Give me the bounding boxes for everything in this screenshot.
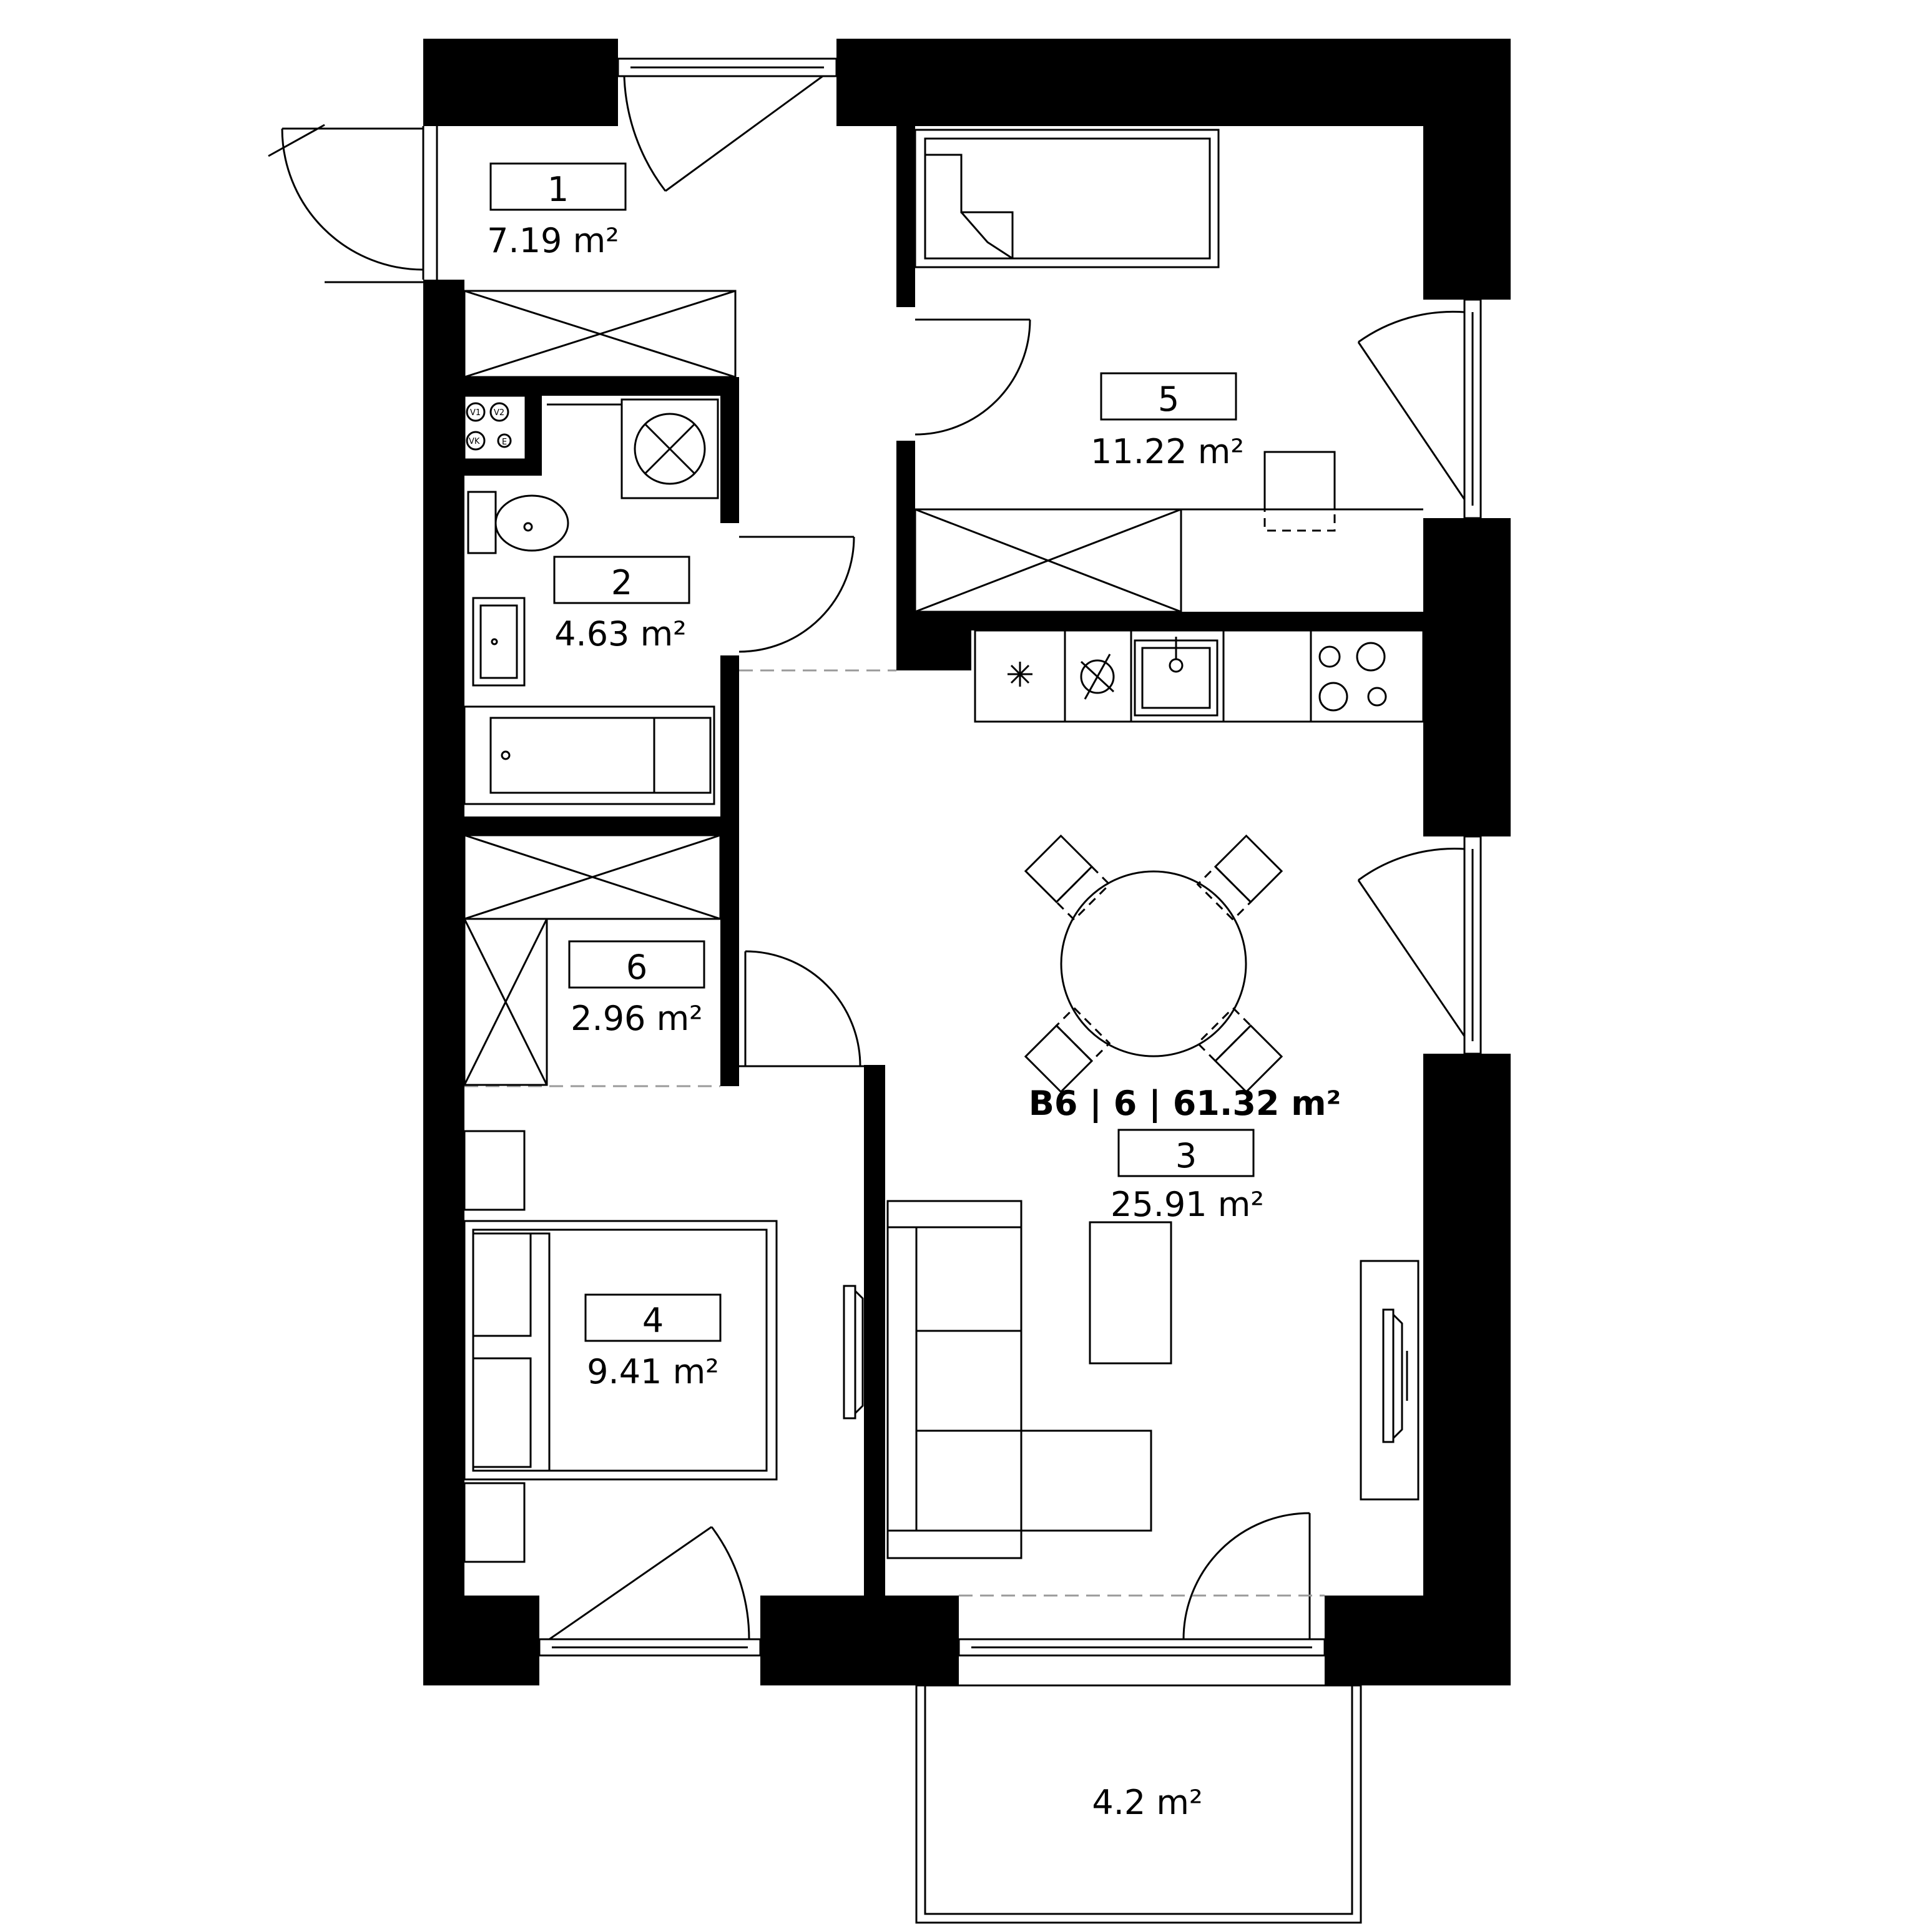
- room-number-3: 3: [1175, 1136, 1197, 1175]
- furniture: V1 V2 VK E: [463, 129, 1424, 1924]
- meter-label-e: E: [502, 438, 507, 447]
- room-number-5: 5: [1158, 380, 1179, 419]
- room-area-5: 11.22 m²: [1091, 432, 1244, 471]
- room-number-6: 6: [626, 948, 647, 987]
- meter-label-v1: V1: [470, 408, 481, 418]
- meter-label-v2: V2: [494, 408, 504, 418]
- room-area-2: 4.63 m²: [554, 614, 687, 654]
- room-label-4: 4 9.41 m²: [584, 1293, 722, 1391]
- room-area-3: 25.91 m²: [1111, 1185, 1264, 1224]
- doors: [268, 75, 1466, 1640]
- room-label-5: 5 11.22 m²: [1091, 372, 1244, 471]
- room-number-1: 1: [547, 170, 569, 209]
- walls: [423, 39, 1511, 1685]
- room-label-2: 2 4.63 m²: [553, 556, 690, 654]
- room-area-1: 7.19 m²: [487, 221, 619, 260]
- room-label-1: 1 7.19 m²: [487, 162, 627, 260]
- room-number-2: 2: [611, 563, 632, 602]
- windows: [538, 57, 1482, 1657]
- apartment-label: B6 | 6 | 61.32 m²: [1029, 1084, 1341, 1123]
- room-number-4: 4: [642, 1301, 664, 1340]
- balcony-area: 4.2 m²: [1092, 1783, 1202, 1822]
- room-label-3: B6 | 6 | 61.32 m² 3 25.91 m²: [1029, 1084, 1341, 1224]
- meter-label-vk: VK: [469, 437, 480, 446]
- balcony-label: 4.2 m²: [1092, 1783, 1202, 1822]
- room-area-6: 2.96 m²: [571, 999, 703, 1038]
- room-area-4: 9.41 m²: [587, 1352, 719, 1391]
- room-label-6: 6 2.96 m²: [568, 940, 705, 1038]
